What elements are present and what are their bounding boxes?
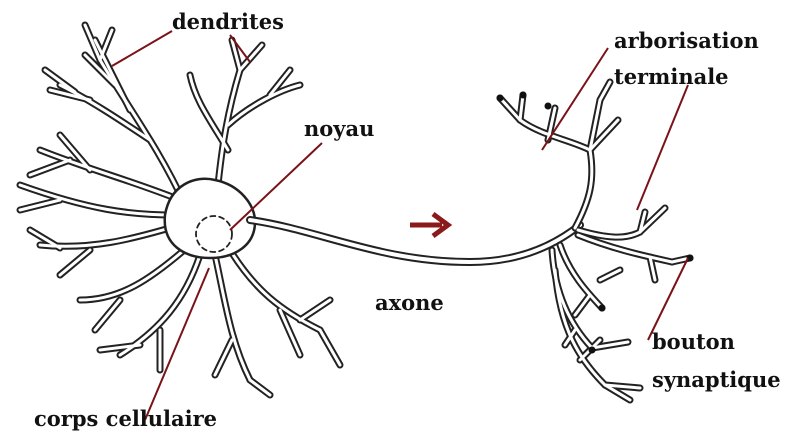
neuron-illustration [16,21,694,421]
direction-arrow [410,211,453,239]
neuron-diagram: dendrites noyau arborisation terminale a… [16,9,781,429]
label-noyau: noyau [304,116,375,141]
axon [246,216,584,266]
synaptic-knobs [496,91,694,354]
label-arborisation: arborisation [614,28,759,53]
label-terminale: terminale [614,64,729,89]
label-synaptique: synaptique [652,367,781,392]
dendrite-branches [16,21,344,399]
terminal-arborization [496,78,694,404]
label-corps-cellulaire: corps cellulaire [34,406,218,431]
leader-lines [111,30,689,421]
label-bouton: bouton [652,329,735,354]
nucleus [195,215,233,253]
label-axone: axone [375,290,444,315]
label-dendrites: dendrites [172,9,284,34]
